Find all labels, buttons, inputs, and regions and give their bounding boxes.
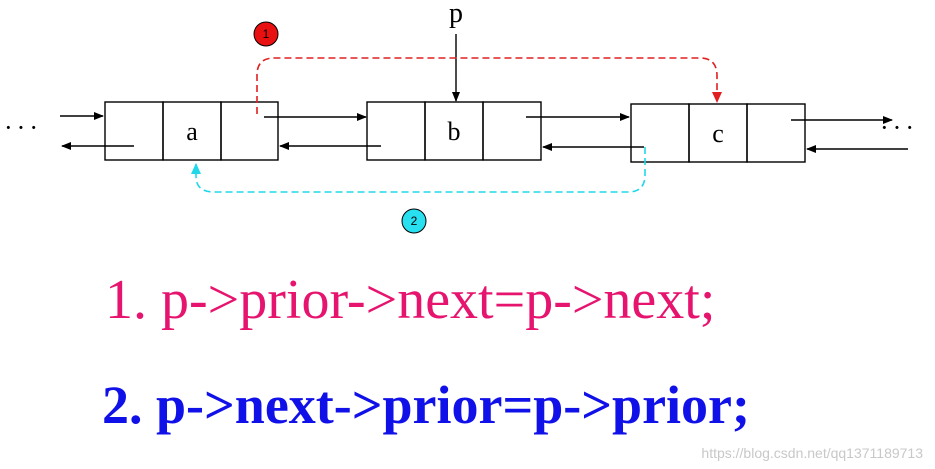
node-b-prior-cell	[366, 101, 426, 161]
node-a-value: a	[186, 117, 198, 146]
watermark: https://blog.csdn.net/qq1371189713	[701, 445, 923, 461]
statement-line-1: 1. p->prior->next=p->next;	[105, 269, 716, 331]
ellipsis-left: ···	[4, 113, 42, 142]
node-a-prior-cell	[104, 101, 164, 161]
node-c: c	[630, 103, 806, 163]
step1-badge-circle	[253, 21, 279, 47]
step2-cyan-dashed-arrow	[191, 147, 646, 193]
step2-badge-number: 2	[411, 214, 418, 228]
step2-badge: 2	[401, 208, 427, 234]
node-c-value: c	[712, 119, 724, 148]
statement-line-2: 2. p->next->prior=p->prior;	[102, 375, 750, 435]
pointer-p-label: p	[449, 0, 463, 29]
step1-badge: 1	[253, 21, 279, 47]
node-a-next-cell	[220, 101, 279, 161]
node-b-value: b	[448, 117, 461, 146]
node-c-prior-cell	[630, 103, 690, 163]
step2-badge-circle	[401, 208, 427, 234]
node-b: b	[366, 101, 542, 161]
step1-badge-number: 1	[263, 27, 270, 41]
node-c-next-cell	[746, 103, 806, 163]
ellipsis-right: ···	[880, 113, 918, 142]
node-a: a	[104, 101, 279, 161]
node-b-next-cell	[482, 101, 542, 161]
step1-red-dashed-arrow	[256, 57, 722, 114]
